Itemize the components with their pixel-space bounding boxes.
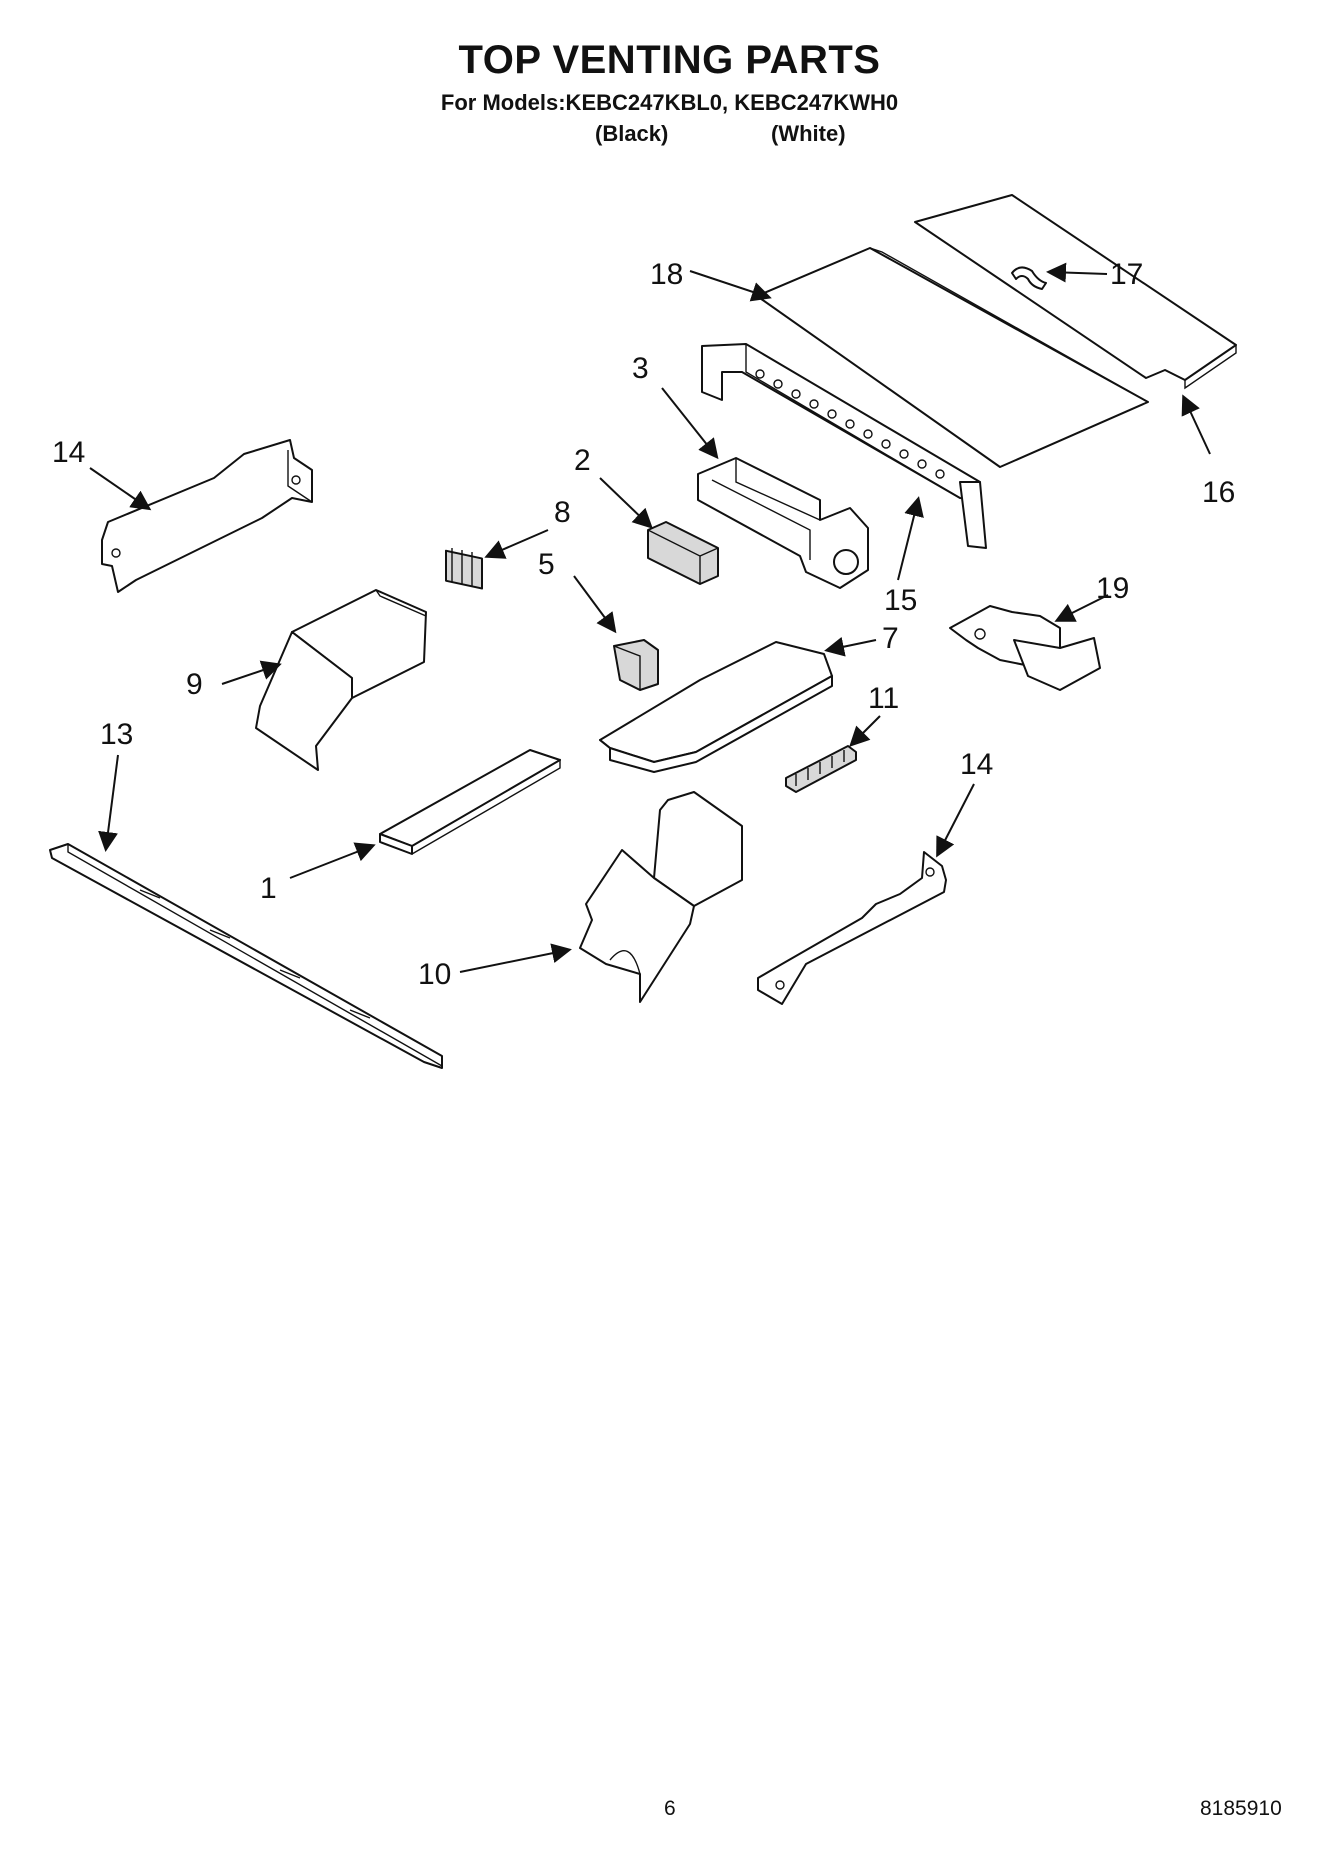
callout-9: 9 — [186, 668, 203, 701]
callout-10: 10 — [418, 958, 451, 991]
models-line: For Models:KEBC247KBL0, KEBC247KWH0 — [440, 90, 899, 115]
callout-16: 16 — [1202, 476, 1235, 509]
part-2-filter-block — [647, 521, 719, 585]
callout-2: 2 — [574, 444, 591, 477]
variant-white-label: (White) — [771, 121, 846, 146]
part-7-mounting-plate — [599, 641, 833, 773]
callout-18: 18 — [650, 258, 683, 291]
part-1-filter-tray — [379, 749, 561, 855]
leader-lines — [89, 262, 1211, 973]
callout-8: 8 — [554, 496, 571, 529]
callout-7: 7 — [882, 622, 899, 655]
part-10-duct-elbow — [579, 791, 743, 1003]
terminal-posts — [795, 750, 845, 786]
callout-14-left: 14 — [52, 436, 85, 469]
callout-13: 13 — [100, 718, 133, 751]
callout-19: 19 — [1096, 572, 1129, 605]
part-16-vent-cover — [914, 194, 1237, 390]
part-14-left-bracket — [101, 439, 313, 593]
page-number: 6 — [664, 1797, 676, 1820]
part-9-duct — [255, 589, 427, 771]
document-number: 8185910 — [1200, 1797, 1282, 1820]
part-15-vent-channel — [701, 343, 987, 549]
part-14-right-bracket — [757, 851, 947, 1005]
page-title: TOP VENTING PARTS — [458, 38, 881, 82]
callout-1: 1 — [260, 872, 277, 905]
part-11-terminal-block — [785, 745, 857, 793]
variant-black-label: (Black) — [595, 121, 669, 146]
part-18-vent-panel — [756, 247, 1149, 468]
callout-14-right: 14 — [960, 748, 993, 781]
callout-11: 11 — [868, 682, 899, 715]
part-3-blower-assembly — [697, 457, 869, 589]
part-5-switch — [613, 639, 659, 691]
part-17-clip — [1011, 266, 1047, 290]
callout-17: 17 — [1110, 258, 1143, 291]
part-13-long-rail — [49, 843, 443, 1069]
callout-5: 5 — [538, 548, 555, 581]
callout-3: 3 — [632, 352, 649, 385]
channel-perforations — [755, 369, 945, 479]
callout-15: 15 — [884, 584, 917, 617]
part-19-bracket — [949, 605, 1101, 691]
part-8-thermal-switch — [445, 548, 483, 590]
